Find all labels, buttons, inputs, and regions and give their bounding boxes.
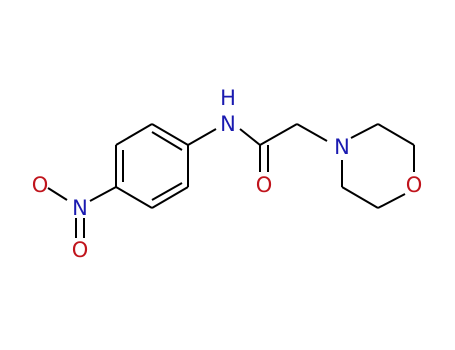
atom-o-morpholine: O — [406, 173, 423, 197]
bond-c1-c2 — [151, 123, 189, 146]
bond-n-c-upper — [350, 123, 379, 139]
bond-c-c-upper — [377, 123, 415, 146]
bond-c4-c5 — [115, 186, 153, 209]
bond-nitro-o-upper — [47, 187, 68, 201]
atom-o-nitro-lower: O — [72, 238, 89, 262]
inner-bond-c5-c6 — [151, 182, 183, 201]
bond-ch2-n — [296, 123, 328, 142]
amide-linkage — [187, 123, 328, 172]
morpholine-ring — [341, 123, 415, 209]
atom-h-amide: H — [220, 86, 236, 110]
bond-ring-nitro — [89, 186, 117, 202]
bond-o-c-lower — [377, 193, 406, 209]
atom-o-carbonyl: O — [256, 173, 273, 197]
nitro-group — [47, 186, 117, 238]
atom-n-amide: N — [220, 112, 236, 136]
bond-carbonyl-ch2 — [259, 123, 298, 146]
bond-c2-c3 — [115, 123, 153, 146]
bond-ring-n — [187, 128, 217, 146]
benzene-ring — [115, 123, 189, 209]
atom-o-nitro-upper: O — [32, 173, 49, 197]
atom-n-nitro: N — [72, 196, 88, 220]
bond-c5-c6 — [151, 186, 189, 209]
bond-n-carbonyl — [239, 128, 261, 146]
inner-bond-c1-c2 — [151, 131, 183, 151]
bond-c-c-lower — [341, 186, 379, 209]
atom-n-morpholine: N — [334, 135, 350, 159]
